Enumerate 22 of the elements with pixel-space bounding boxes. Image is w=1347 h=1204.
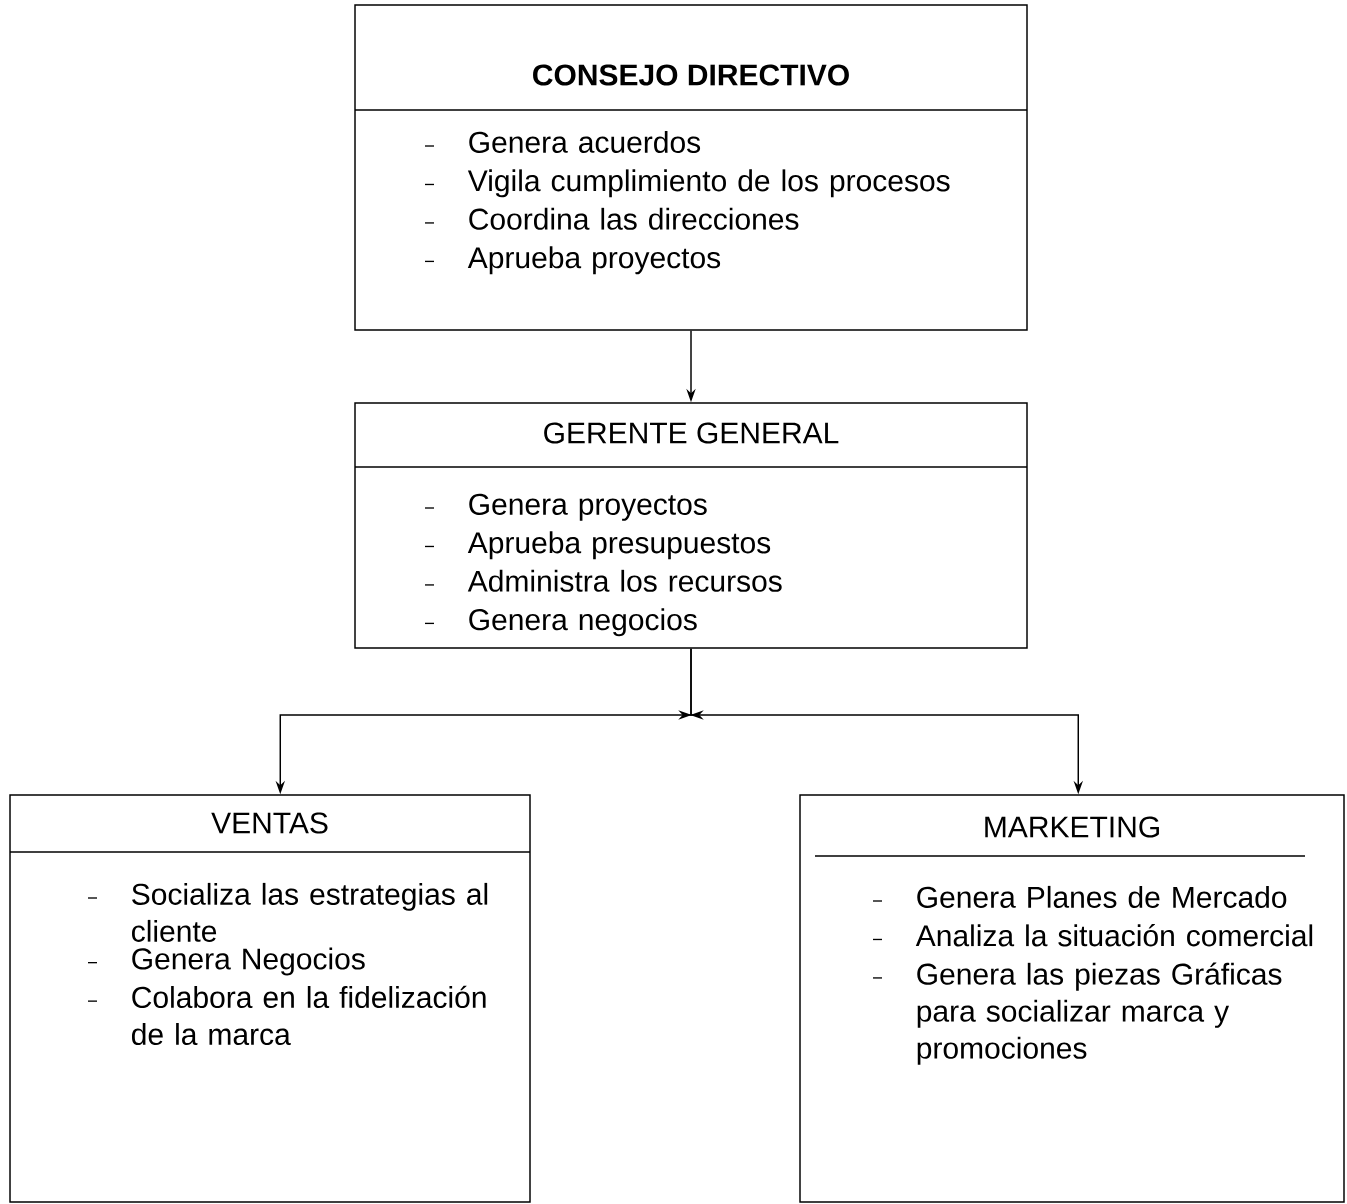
box-heading: GERENTE GENERAL [544,422,839,444]
org-box [354,402,1028,649]
org-box [9,794,531,1203]
org-box [354,4,1028,331]
list-item: Colabora en la fidelización de la marca [87,985,486,1046]
list-item: Genera proyectos [424,493,707,521]
list-item: Aprueba proyectos [424,246,721,275]
box-heading: VENTAS [211,812,328,834]
list-item: Genera Planes de Mercado [872,885,1287,908]
list-item: Administra los recursos [424,569,782,592]
box-heading: CONSEJO DIRECTIVO [533,64,849,86]
org-box [799,794,1345,1203]
list-item: Genera las piezas Gráficas para socializar marca y promociones [872,962,1282,1065]
box-heading: MARKETING [985,816,1159,838]
list-item: Analiza la situación comercial [872,924,1313,947]
list-item: Coordina las direcciones [424,207,799,230]
list-item: Vigila cumplimiento de los procesos [424,169,950,198]
list-item: Genera negocios [424,608,697,637]
list-item: Genera Negocios [87,947,365,976]
list-item: Socializa las estrategias al cliente [87,882,488,942]
list-item: Aprueba presupuestos [424,531,771,560]
list-item: Genera acuerdos [424,130,701,153]
